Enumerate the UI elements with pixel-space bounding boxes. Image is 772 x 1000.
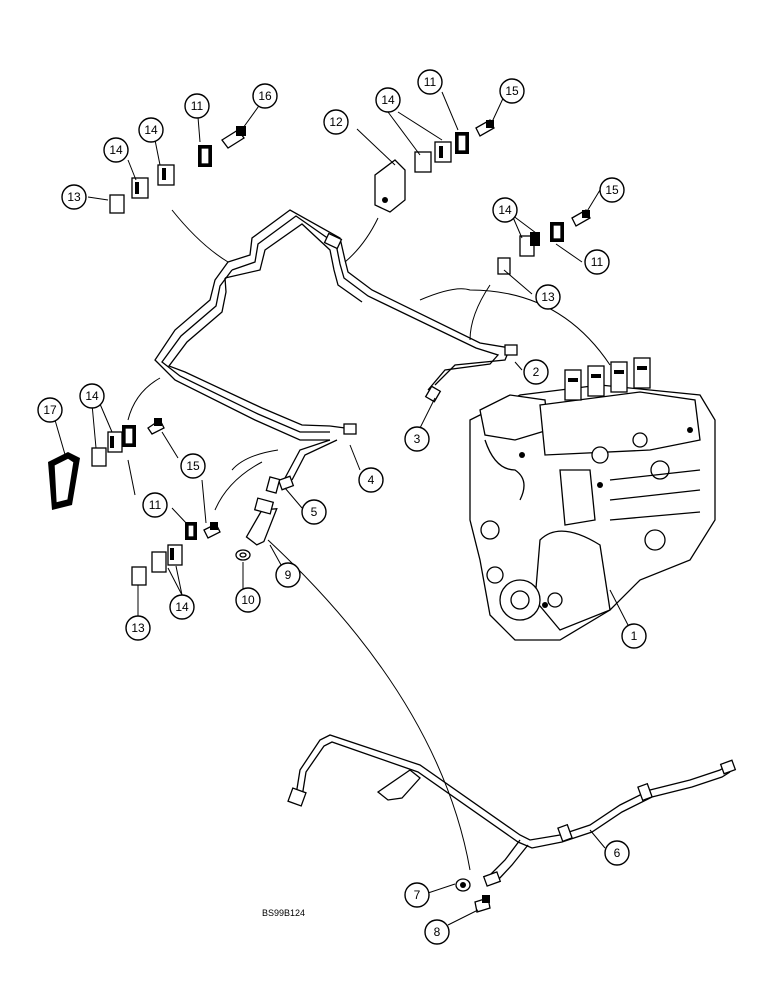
leader-lines bbox=[54, 91, 629, 926]
svg-text:11: 11 bbox=[591, 255, 604, 269]
svg-text:1: 1 bbox=[631, 629, 638, 643]
callout-2: 2 bbox=[523, 359, 549, 385]
callout-14: 14 bbox=[103, 137, 129, 163]
svg-text:16: 16 bbox=[258, 89, 272, 103]
callout-5: 5 bbox=[301, 499, 327, 525]
return-line bbox=[287, 734, 737, 887]
svg-text:2: 2 bbox=[533, 365, 540, 379]
callout-3: 3 bbox=[404, 426, 430, 452]
svg-text:14: 14 bbox=[498, 203, 512, 217]
callout-10: 10 bbox=[235, 587, 261, 613]
svg-text:13: 13 bbox=[67, 190, 81, 204]
svg-text:14: 14 bbox=[381, 93, 395, 107]
injector-nozzle bbox=[235, 476, 281, 561]
svg-text:13: 13 bbox=[541, 290, 555, 304]
callout-8: 8 bbox=[424, 919, 450, 945]
svg-text:14: 14 bbox=[175, 600, 189, 614]
callout-16: 16 bbox=[252, 83, 278, 109]
svg-text:3: 3 bbox=[414, 432, 421, 446]
callout-12: 12 bbox=[323, 109, 349, 135]
svg-text:15: 15 bbox=[605, 183, 619, 197]
callout-15: 15 bbox=[499, 78, 525, 104]
mounting-hardware bbox=[48, 119, 591, 913]
callout-11: 11 bbox=[184, 93, 210, 119]
svg-text:11: 11 bbox=[424, 75, 437, 89]
svg-text:11: 11 bbox=[149, 498, 162, 512]
callout-13: 13 bbox=[61, 184, 87, 210]
svg-text:8: 8 bbox=[434, 925, 441, 939]
callout-11: 11 bbox=[417, 69, 443, 95]
svg-text:14: 14 bbox=[109, 143, 123, 157]
callout-11: 11 bbox=[584, 249, 610, 275]
svg-text:17: 17 bbox=[43, 403, 57, 417]
injector-lines-upper bbox=[154, 209, 518, 491]
svg-text:13: 13 bbox=[131, 621, 145, 635]
svg-text:6: 6 bbox=[614, 846, 621, 860]
callout-1: 1 bbox=[621, 623, 647, 649]
callout-4: 4 bbox=[358, 467, 384, 493]
figure-code: BS99B124 bbox=[262, 908, 305, 918]
svg-text:10: 10 bbox=[241, 593, 255, 607]
svg-text:4: 4 bbox=[368, 473, 375, 487]
svg-text:14: 14 bbox=[144, 123, 158, 137]
callout-17: 17 bbox=[37, 397, 63, 423]
callout-9: 9 bbox=[275, 562, 301, 588]
callout-14: 14 bbox=[375, 87, 401, 113]
callout-14: 14 bbox=[79, 383, 105, 409]
svg-text:11: 11 bbox=[191, 99, 204, 113]
callout-15: 15 bbox=[599, 177, 625, 203]
callouts: 1 2 3 4 5 6 7 8 9 10 11 11 11 11 12 13 1… bbox=[37, 69, 647, 945]
svg-text:7: 7 bbox=[414, 888, 421, 902]
svg-text:15: 15 bbox=[186, 459, 200, 473]
callout-6: 6 bbox=[604, 840, 630, 866]
callout-14: 14 bbox=[492, 197, 518, 223]
svg-text:12: 12 bbox=[329, 115, 343, 129]
svg-text:14: 14 bbox=[85, 389, 99, 403]
svg-text:5: 5 bbox=[311, 505, 318, 519]
callout-14: 14 bbox=[169, 594, 195, 620]
svg-text:9: 9 bbox=[285, 568, 292, 582]
callout-14: 14 bbox=[138, 117, 164, 143]
callout-13: 13 bbox=[535, 284, 561, 310]
callout-11: 11 bbox=[142, 492, 168, 518]
callout-13: 13 bbox=[125, 615, 151, 641]
grouping-arcs bbox=[127, 209, 611, 871]
svg-text:15: 15 bbox=[505, 84, 519, 98]
callout-15: 15 bbox=[180, 453, 206, 479]
callout-7: 7 bbox=[404, 882, 430, 908]
injection-pump bbox=[469, 357, 716, 641]
